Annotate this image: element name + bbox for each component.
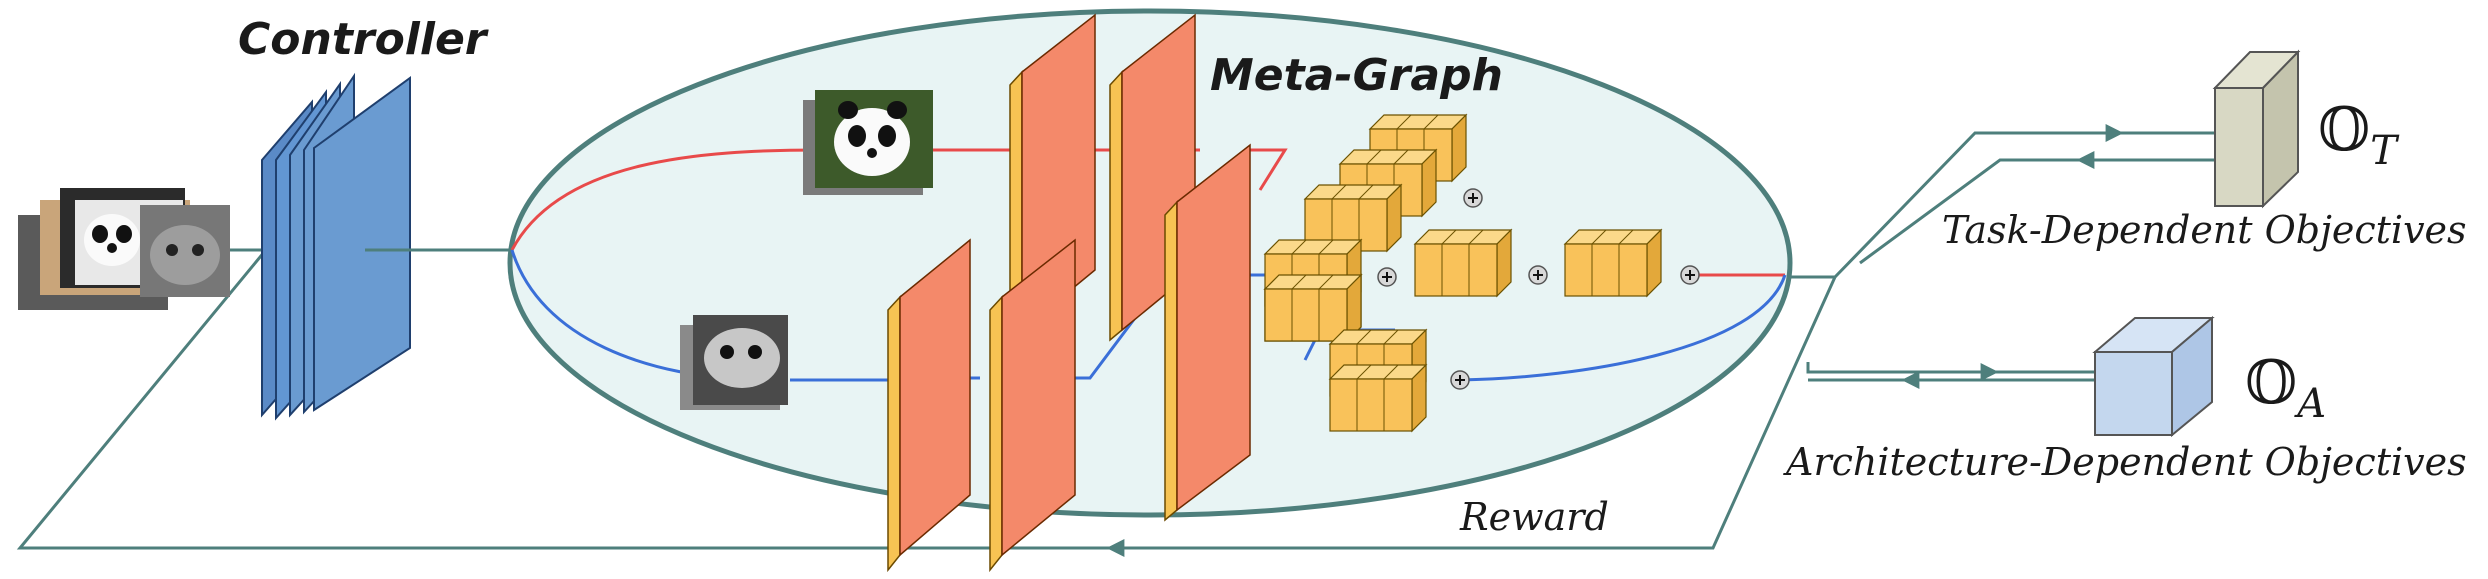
arch-objective-cube [2092,315,2215,438]
controller-block [261,72,411,421]
reward-label: Reward [1460,495,1609,539]
task-objectives-label: Task-Dependent Objectives [1942,208,2467,252]
task-objective-symbol: 𝕆T [2318,95,2397,174]
conv-layer [887,238,971,573]
meta-graph-label: Meta-Graph [1210,50,1503,101]
kitten-image-icon [680,315,788,410]
conv-layer [1164,143,1251,522]
reward-loop [16,244,1837,557]
arch-objective-symbol: 𝕆A [2245,348,2327,427]
task-objective-cube [2212,49,2301,209]
controller-label: Controller [238,14,487,65]
panda-image-icon [803,90,933,195]
input-image-stack-icon [18,188,230,310]
conv-layer [989,238,1076,573]
objective-connectors [1790,124,2215,389]
arch-objectives-label: Architecture-Dependent Objectives [1786,440,2467,484]
conv-layer [1009,13,1096,342]
